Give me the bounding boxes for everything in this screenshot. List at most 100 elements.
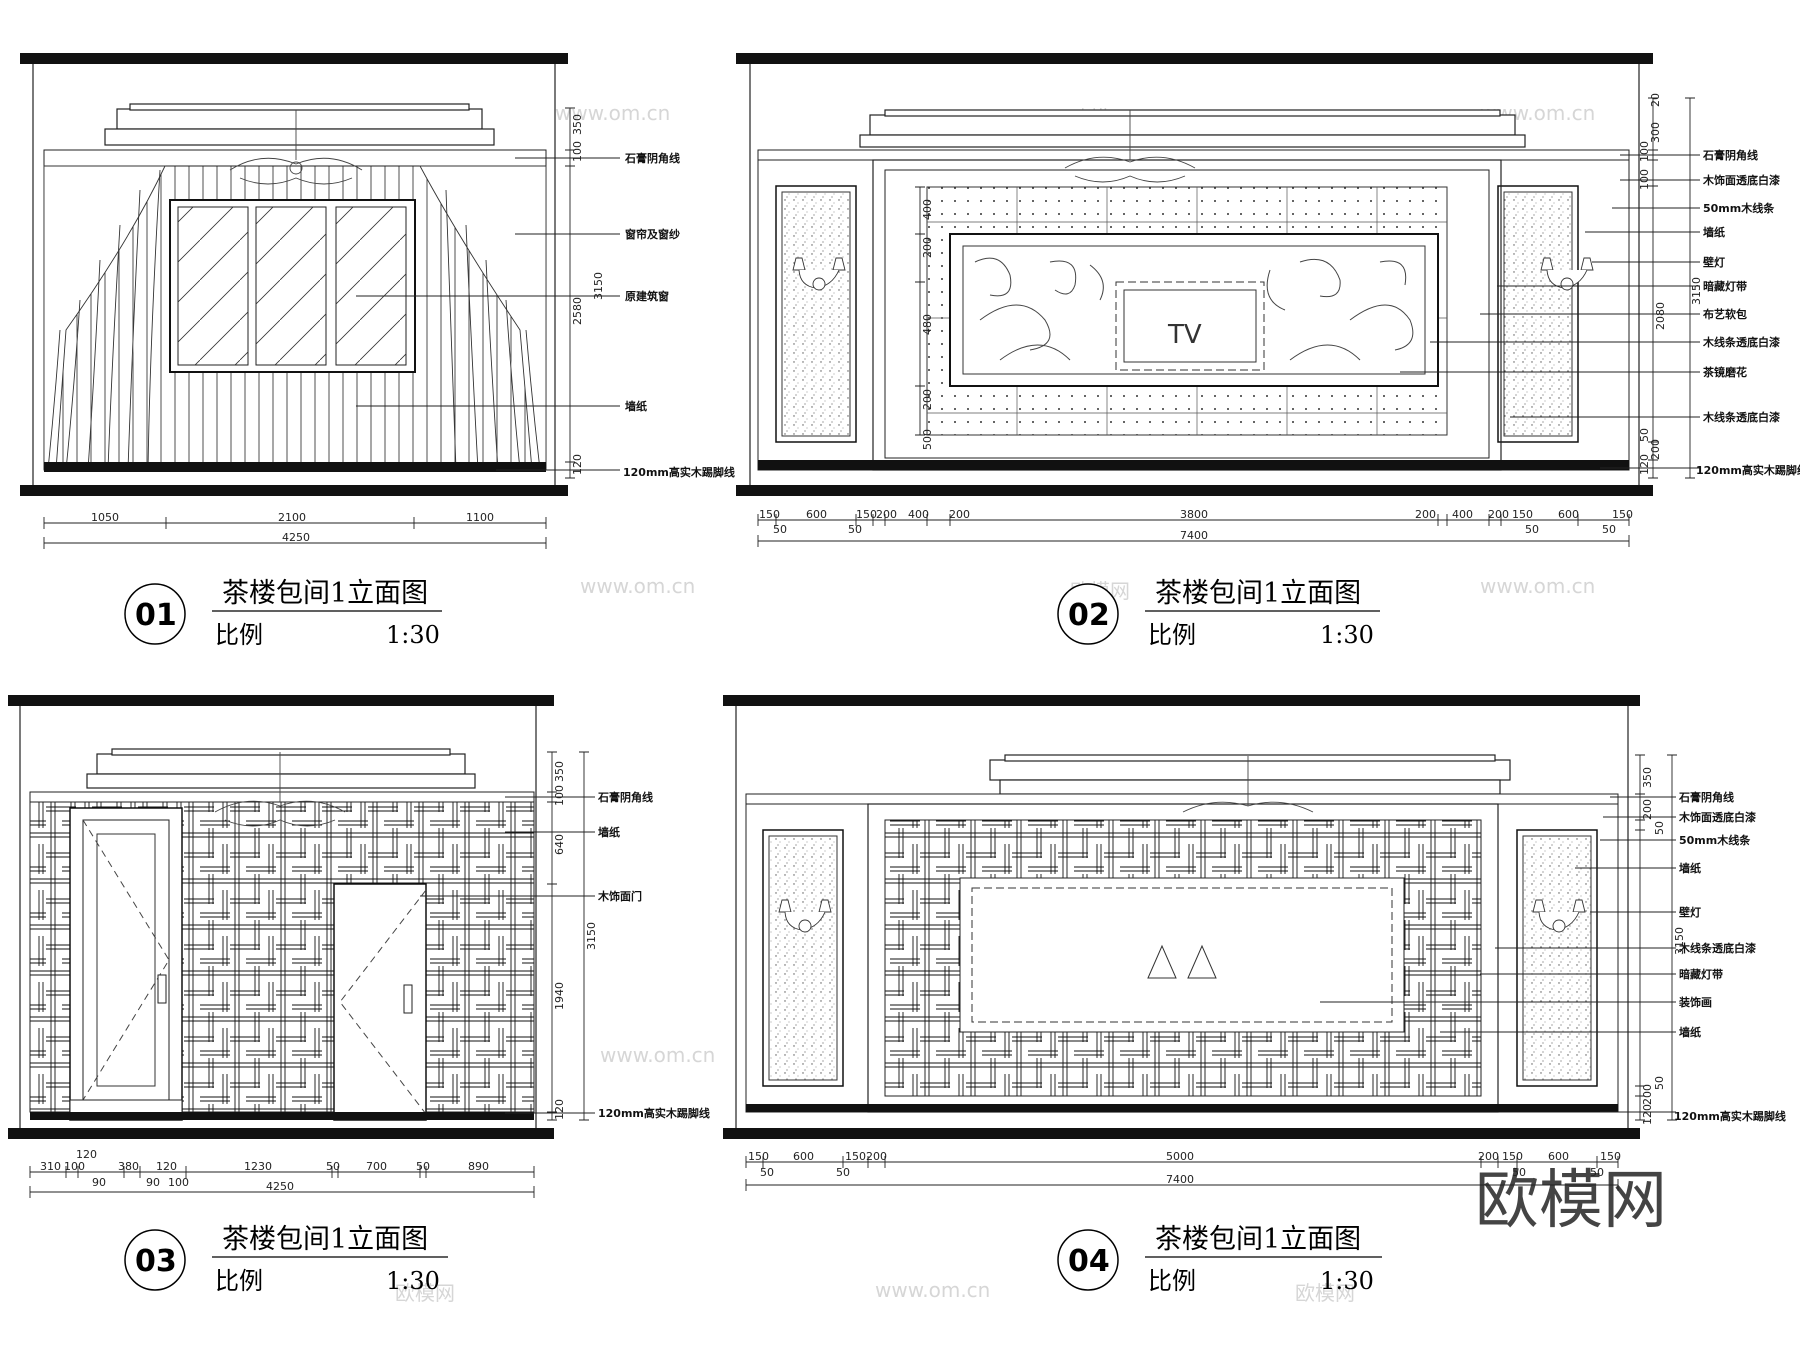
svg-text:200: 200	[949, 508, 970, 521]
label-skirting: 120mm高实木踢脚线	[1696, 463, 1800, 477]
slab-bottom	[736, 485, 1653, 496]
leader-lines	[356, 157, 620, 407]
label-wood-strip: 50mm木线条	[1703, 201, 1775, 215]
elevation-02: TV 300 20 100 100 3150 2080 200 50 120 4…	[736, 53, 1800, 649]
wall-lamp-icon	[1532, 899, 1586, 933]
svg-text:600: 600	[1548, 1150, 1569, 1163]
slab-bottom	[8, 1128, 554, 1139]
label-wood-strip-paint: 木线条透底白漆	[1678, 941, 1756, 955]
svg-text:120: 120	[1641, 1104, 1654, 1125]
svg-text:50: 50	[1602, 523, 1616, 536]
label-wood-veneer: 木饰面透底白漆	[1678, 810, 1756, 824]
cornice	[745, 793, 1619, 805]
door-handle-icon	[403, 984, 413, 1014]
watermark-brand-5: 欧模网	[1295, 1281, 1355, 1305]
title-block-01: 01 茶楼包间1立面图 比例 1:30	[124, 578, 442, 649]
chandelier-icon	[214, 752, 346, 827]
window-pane-2	[255, 206, 327, 366]
chandelier-icon	[1182, 756, 1314, 813]
slab-bottom	[723, 1128, 1640, 1139]
leader-lines	[1400, 154, 1700, 469]
horizontal-dimensions	[29, 1166, 535, 1198]
door-left-inset	[96, 833, 156, 1087]
label-wood-strip-paint-2: 木线条透底白漆	[1702, 410, 1780, 424]
svg-text:7400: 7400	[1166, 1173, 1194, 1186]
vertical-dimensions	[1635, 754, 1677, 1121]
elevation-03: 350 100 640 3150 1940 120 石膏阴角线 墙纸 木饰面门 …	[8, 695, 710, 1295]
label-wallpaper: 墙纸	[1703, 225, 1725, 239]
label-wallpaper: 墙纸	[598, 825, 620, 839]
svg-text:20: 20	[1649, 93, 1662, 107]
title-block-03: 03 茶楼包间1立面图 比例 1:30	[124, 1224, 448, 1295]
svg-text:480: 480	[921, 314, 934, 335]
elevation-number: 02	[1068, 598, 1110, 633]
svg-text:1230: 1230	[244, 1160, 272, 1173]
svg-text:120: 120	[1638, 454, 1651, 475]
svg-text:200: 200	[1478, 1150, 1499, 1163]
elevation-number: 04	[1068, 1244, 1110, 1279]
svg-text:1100: 1100	[466, 511, 494, 524]
svg-text:350: 350	[1641, 767, 1654, 788]
elevation-title: 茶楼包间1立面图	[222, 578, 428, 609]
label-wood-strip: 50mm木线条	[1679, 833, 1751, 847]
tv-label: TV	[1167, 320, 1202, 350]
svg-text:4250: 4250	[282, 531, 310, 544]
watermark-site-1: www.om.cn	[555, 101, 670, 125]
svg-text:890: 890	[468, 1160, 489, 1173]
svg-text:3150: 3150	[1673, 927, 1686, 955]
window-pane-3	[335, 206, 407, 366]
leader-lines	[420, 796, 595, 1114]
svg-text:50: 50	[1653, 1076, 1666, 1090]
svg-text:200: 200	[921, 389, 934, 410]
skirting-board	[44, 462, 546, 472]
curtain-left	[43, 165, 166, 471]
scale-label: 比例	[1148, 621, 1196, 649]
elevation-title: 茶楼包间1立面图	[1155, 1224, 1361, 1255]
ceiling-soffit	[104, 103, 495, 146]
svg-text:380: 380	[118, 1160, 139, 1173]
side-panel-right-wallpaper	[1522, 835, 1592, 1081]
title-block-04: 04 茶楼包间1立面图 比例 1:30	[1057, 1224, 1382, 1295]
svg-text:150: 150	[856, 508, 877, 521]
svg-text:3800: 3800	[1180, 508, 1208, 521]
scale-label: 比例	[215, 621, 263, 649]
label-wood-door: 木饰面门	[597, 889, 642, 903]
scale-value: 1:30	[386, 621, 440, 649]
scale-label: 比例	[1148, 1267, 1196, 1295]
wall-lamp-icon	[1540, 257, 1594, 291]
svg-text:3150: 3150	[585, 922, 598, 950]
svg-text:200: 200	[1641, 799, 1654, 820]
svg-text:200: 200	[1488, 508, 1509, 521]
watermark-brand-large: 欧模网	[1475, 1164, 1667, 1238]
slab-top	[736, 53, 1653, 64]
elevation-number: 01	[135, 598, 177, 633]
elevation-number: 03	[135, 1244, 177, 1279]
svg-text:200: 200	[921, 237, 934, 258]
elevation-title: 茶楼包间1立面图	[222, 1224, 428, 1255]
window-pane-1	[177, 206, 249, 366]
svg-text:100: 100	[1638, 141, 1651, 162]
skirting-board	[746, 1104, 1618, 1112]
scale-value: 1:30	[1320, 1267, 1374, 1295]
svg-text:2580: 2580	[571, 297, 584, 325]
label-window: 原建筑窗	[625, 289, 669, 303]
svg-text:50: 50	[848, 523, 862, 536]
scale-value: 1:30	[386, 1267, 440, 1295]
label-hidden-light: 暗藏灯带	[1679, 967, 1723, 981]
svg-text:300: 300	[1649, 122, 1662, 143]
svg-text:100: 100	[64, 1160, 85, 1173]
cornice	[757, 149, 1630, 161]
label-wall-lamp: 壁灯	[1679, 905, 1701, 919]
label-wall-lamp: 壁灯	[1703, 255, 1725, 269]
etched-scroll-pattern	[974, 257, 1414, 361]
watermark-site-7: www.om.cn	[875, 1278, 990, 1302]
svg-text:50: 50	[1525, 523, 1539, 536]
svg-text:3150: 3150	[1690, 277, 1703, 305]
label-plaster-cornice: 石膏阴角线	[1678, 790, 1734, 804]
watermark-site-5: www.om.cn	[600, 1043, 715, 1067]
leader-lines	[1320, 796, 1676, 1113]
wall-lamp-icon	[778, 899, 832, 933]
door-left-swing	[82, 819, 170, 1101]
svg-text:50: 50	[1653, 821, 1666, 835]
